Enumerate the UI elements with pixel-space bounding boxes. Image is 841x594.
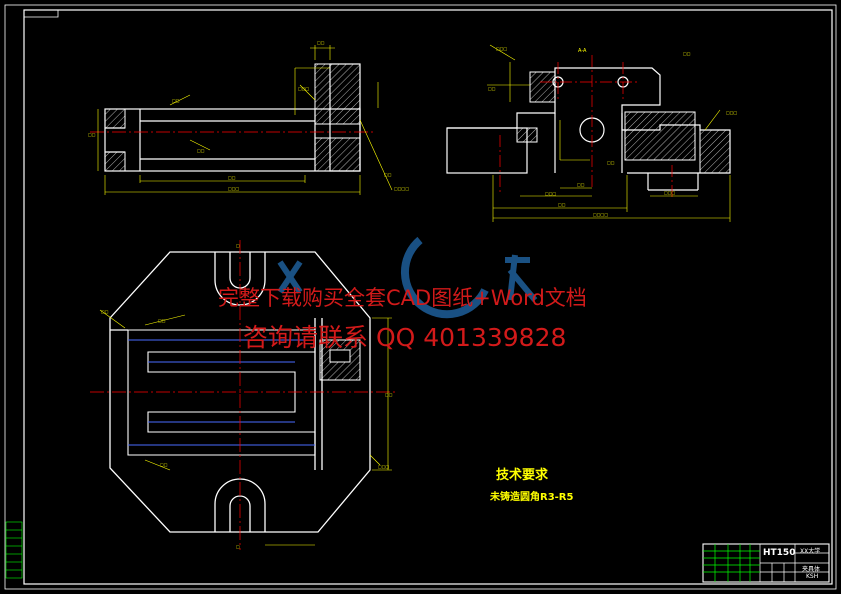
front-view: □□□ □□ □□ □□ □□ □□ □□□ □□ □□□□ (88, 40, 409, 195)
svg-text:□□: □□ (158, 318, 166, 323)
svg-text:□□: □□ (197, 148, 205, 153)
svg-text:□: □ (236, 544, 240, 549)
designer-label: KSH (806, 573, 819, 580)
svg-text:□□: □□ (683, 51, 691, 56)
material-label: HT150 (763, 548, 796, 558)
side-stamp (5, 521, 23, 579)
svg-text:□□: □□ (160, 462, 168, 467)
drawing-frame (4, 4, 837, 590)
svg-text:□□□: □□□ (298, 86, 310, 91)
technical-requirements-title: 技术要求 (496, 468, 549, 483)
section-view: □□□ □□ □□□□ □□ □□□ □□ □□□ □□ □□□ □□ A-A (446, 44, 738, 222)
svg-text:□□: □□ (228, 175, 236, 180)
svg-text:□□□: □□□ (545, 191, 557, 196)
svg-text:□□□□: □□□□ (394, 186, 409, 191)
title-block (702, 543, 830, 583)
svg-text:□□□: □□□ (228, 186, 240, 191)
svg-text:□□□: □□□ (664, 190, 676, 195)
svg-text:□: □ (236, 243, 240, 248)
svg-text:□□: □□ (317, 40, 325, 45)
svg-text:□□: □□ (88, 132, 96, 137)
watermark-line1: 完整下载购买全套CAD图纸+Word文档 (218, 286, 587, 310)
svg-text:□□□: □□□ (726, 110, 738, 115)
svg-text:□□: □□ (488, 86, 496, 91)
svg-text:□□: □□ (558, 202, 566, 207)
svg-text:□□: □□ (101, 309, 109, 314)
svg-text:□□: □□ (385, 392, 393, 397)
svg-text:□□□: □□□ (496, 46, 508, 51)
svg-text:□□: □□ (607, 160, 615, 165)
section-label: A-A (578, 48, 587, 54)
top-view: □□ □□ □□ □□ □□□ □ □ (90, 240, 395, 550)
technical-requirements-item: 未铸造圆角R3-R5 (490, 492, 574, 503)
school-label: XX大学 (800, 548, 821, 555)
svg-text:□□: □□ (384, 172, 392, 177)
svg-text:□□□: □□□ (378, 464, 390, 469)
watermark-line2: 咨询请联系 QQ 401339828 (243, 323, 567, 352)
svg-text:□□: □□ (172, 98, 180, 103)
part-name-label: 夹具体 (802, 566, 821, 573)
watermark-logo (277, 236, 538, 319)
svg-text:□□: □□ (577, 182, 585, 187)
svg-text:□□□□: □□□□ (593, 212, 608, 217)
